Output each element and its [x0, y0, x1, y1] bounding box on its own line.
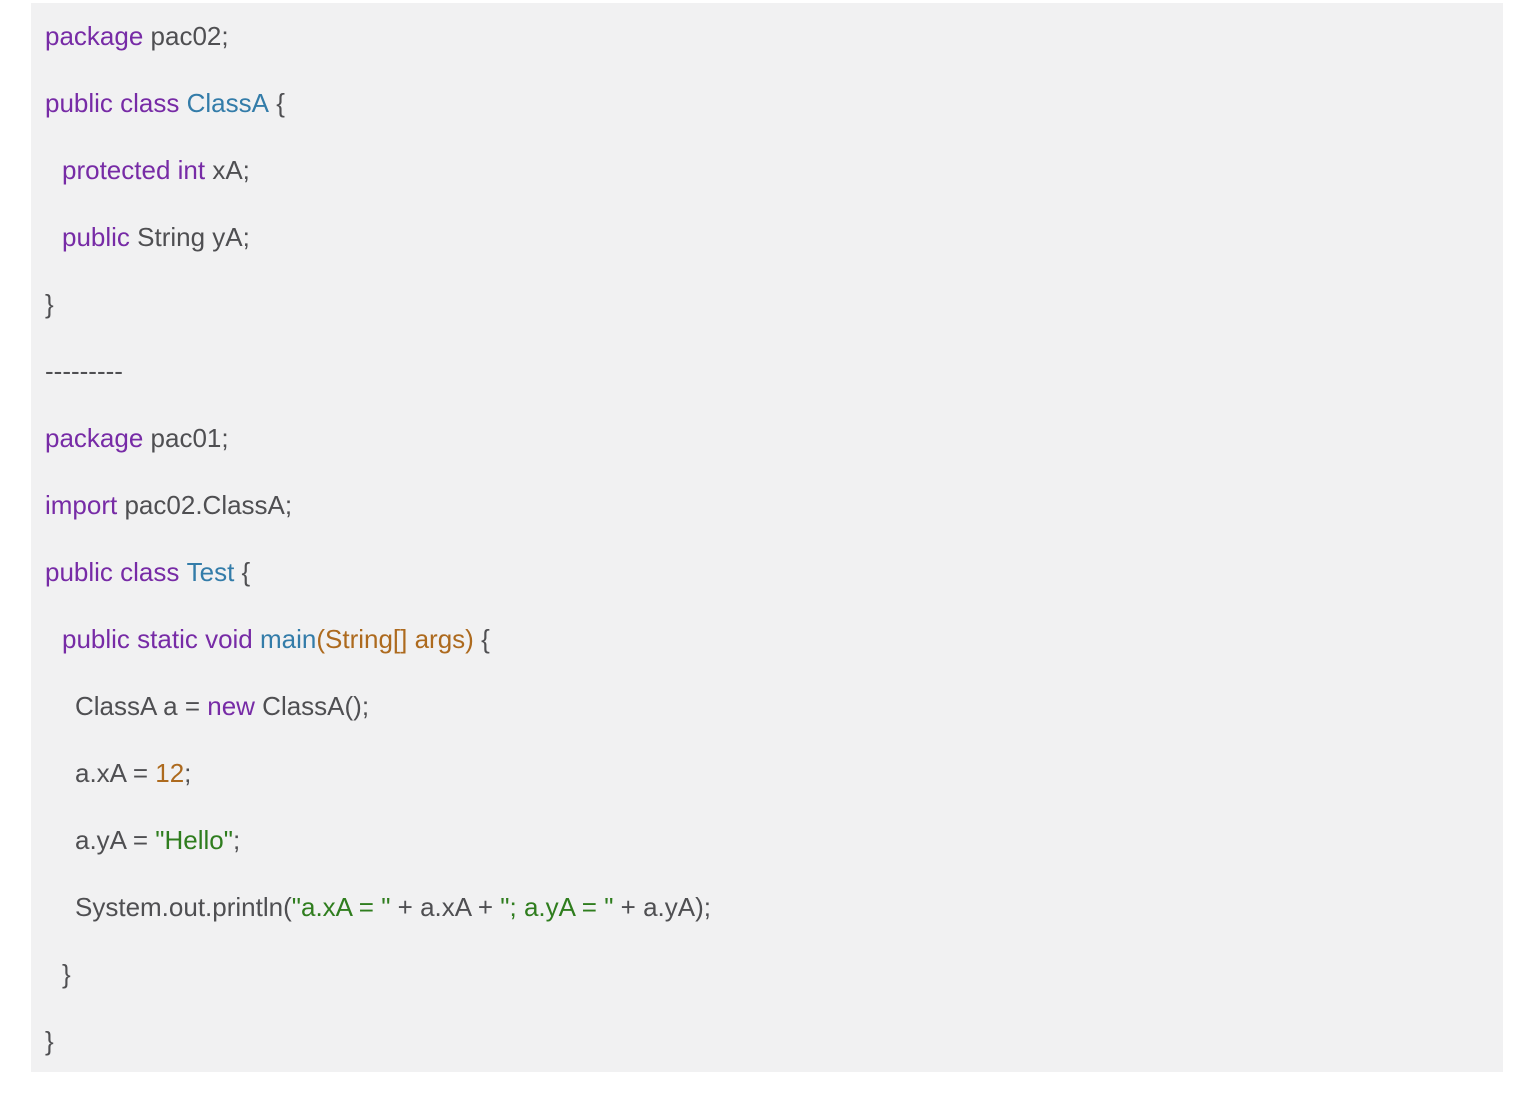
code-token-plain: --------- — [45, 356, 123, 386]
code-block: package pac02;public class ClassA {prote… — [31, 3, 1503, 1072]
code-line: } — [45, 1008, 1503, 1072]
code-token-plain: + a.xA + — [390, 892, 501, 922]
code-line: System.out.println("a.xA = " + a.xA + ";… — [45, 874, 1503, 941]
code-token-plain: System.out.println( — [75, 892, 292, 922]
code-token-keyword: package — [45, 423, 144, 453]
code-line: a.xA = 12; — [45, 740, 1503, 807]
code-token-keyword: public — [62, 222, 130, 252]
code-token-plain: a.xA = — [75, 758, 156, 788]
code-line: protected int xA; — [45, 137, 1503, 204]
code-token-keyword: protected int — [62, 155, 206, 185]
code-token-plain: a.yA = — [75, 825, 156, 855]
code-token-keyword: public static void — [62, 624, 260, 654]
code-token-plain: ClassA(); — [254, 691, 370, 721]
code-line: } — [45, 941, 1503, 1008]
code-token-string: "a.xA = " — [291, 892, 391, 922]
code-token-plain: ; — [184, 758, 192, 788]
code-token-plain: ClassA a = — [75, 691, 208, 721]
code-token-string: "Hello" — [155, 825, 233, 855]
code-token-literal: (String[] args) — [316, 624, 474, 654]
code-token-literal: 12 — [155, 758, 185, 788]
code-token-keyword: package — [45, 21, 144, 51]
code-line: public String yA; — [45, 204, 1503, 271]
code-token-plain: + a.yA); — [613, 892, 711, 922]
code-token-plain: } — [62, 959, 71, 989]
code-token-plain: { — [234, 557, 251, 587]
code-token-classname: main — [259, 624, 317, 654]
code-token-plain: ; — [232, 825, 241, 855]
code-token-plain: } — [45, 1026, 54, 1056]
code-line: import pac02.ClassA; — [45, 472, 1503, 539]
code-token-plain: } — [45, 289, 54, 319]
code-token-plain: { — [473, 624, 490, 654]
code-token-plain: String yA; — [129, 222, 250, 252]
code-line: package pac02; — [45, 3, 1503, 70]
code-line: public class Test { — [45, 539, 1503, 606]
code-token-keyword: new — [207, 691, 255, 721]
code-line: public class ClassA { — [45, 70, 1503, 137]
code-line: public static void main(String[] args) { — [45, 606, 1503, 673]
code-token-keyword: import — [45, 490, 118, 520]
code-token-classname: Test — [186, 557, 235, 587]
code-token-plain: { — [268, 88, 285, 118]
code-line: } — [45, 271, 1503, 338]
code-token-plain: pac02; — [143, 21, 229, 51]
code-line: package pac01; — [45, 405, 1503, 472]
code-line: --------- — [45, 338, 1503, 405]
code-line: ClassA a = new ClassA(); — [45, 673, 1503, 740]
code-token-plain: pac02.ClassA; — [117, 490, 293, 520]
code-token-keyword: public class — [45, 557, 187, 587]
code-token-plain: pac01; — [143, 423, 229, 453]
code-token-string: "; a.yA = " — [500, 892, 614, 922]
code-token-plain: xA; — [205, 155, 250, 185]
code-token-keyword: public class — [45, 88, 187, 118]
code-token-classname: ClassA — [186, 88, 269, 118]
code-line: a.yA = "Hello"; — [45, 807, 1503, 874]
